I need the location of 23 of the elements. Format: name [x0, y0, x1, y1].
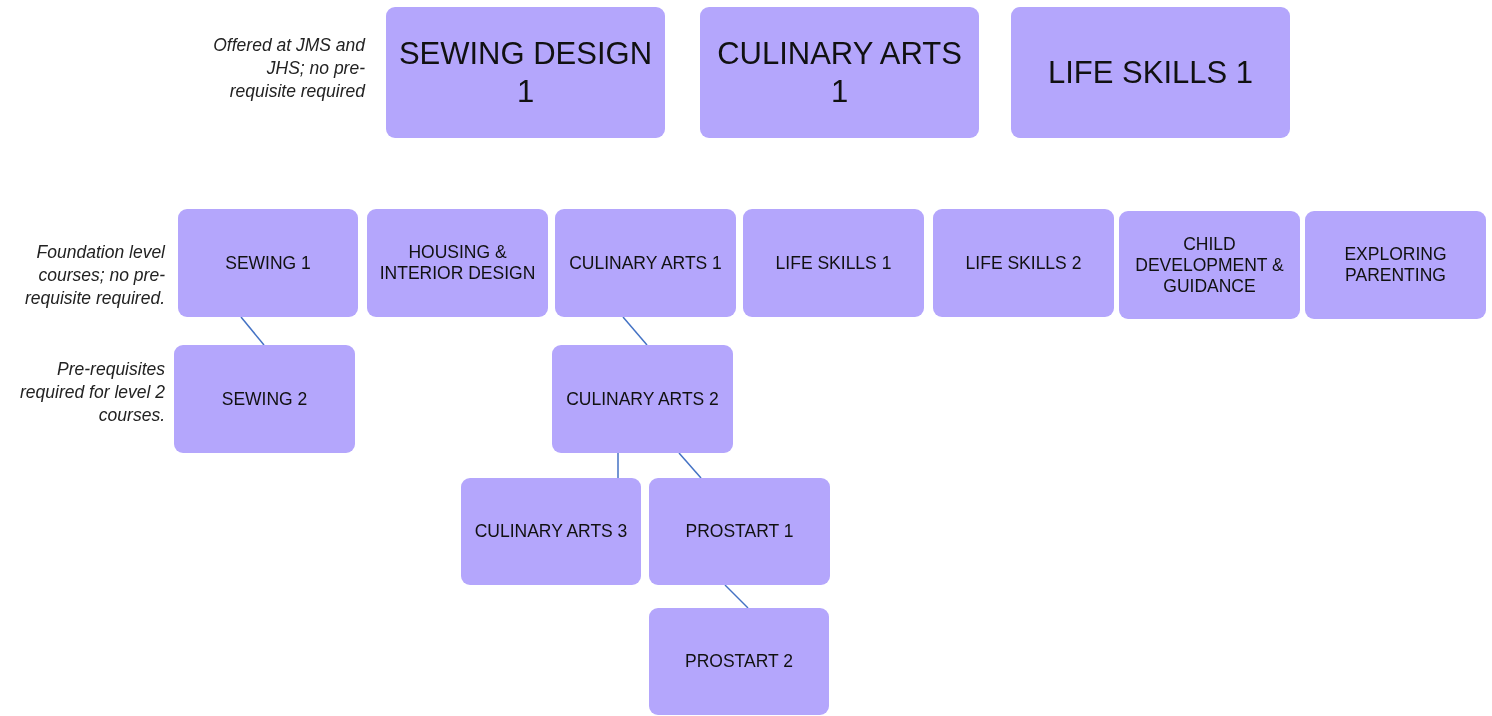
course-box: CULINARY ARTS 1 — [555, 209, 736, 317]
note-text: Foundation level courses; no pre-requisite required. — [23, 241, 165, 310]
note-text: Offered at JMS and JHS; no pre-requisite required — [212, 34, 365, 103]
connector-line — [678, 452, 702, 479]
course-box: LIFE SKILLS 1 — [743, 209, 924, 317]
connector-line — [724, 584, 749, 609]
course-box: LIFE SKILLS 2 — [933, 209, 1114, 317]
course-box: SEWING DESIGN 1 — [386, 7, 665, 138]
course-box: CULINARY ARTS 1 — [700, 7, 979, 138]
course-box: HOUSING & INTERIOR DESIGN — [367, 209, 548, 317]
course-box: EXPLORING PARENTING — [1305, 211, 1486, 319]
course-box: PROSTART 2 — [649, 608, 829, 715]
course-box: SEWING 2 — [174, 345, 355, 453]
connector-line — [622, 316, 648, 346]
connector-line — [240, 316, 265, 346]
course-box: SEWING 1 — [178, 209, 358, 317]
course-box: CULINARY ARTS 2 — [552, 345, 733, 453]
connector-line — [617, 452, 619, 479]
course-box: LIFE SKILLS 1 — [1011, 7, 1290, 138]
course-box: CHILD DEVELOPMENT & GUIDANCE — [1119, 211, 1300, 319]
course-box: CULINARY ARTS 3 — [461, 478, 641, 585]
course-box: PROSTART 1 — [649, 478, 830, 585]
note-text: Pre-requisites required for level 2 courses. — [19, 358, 165, 427]
